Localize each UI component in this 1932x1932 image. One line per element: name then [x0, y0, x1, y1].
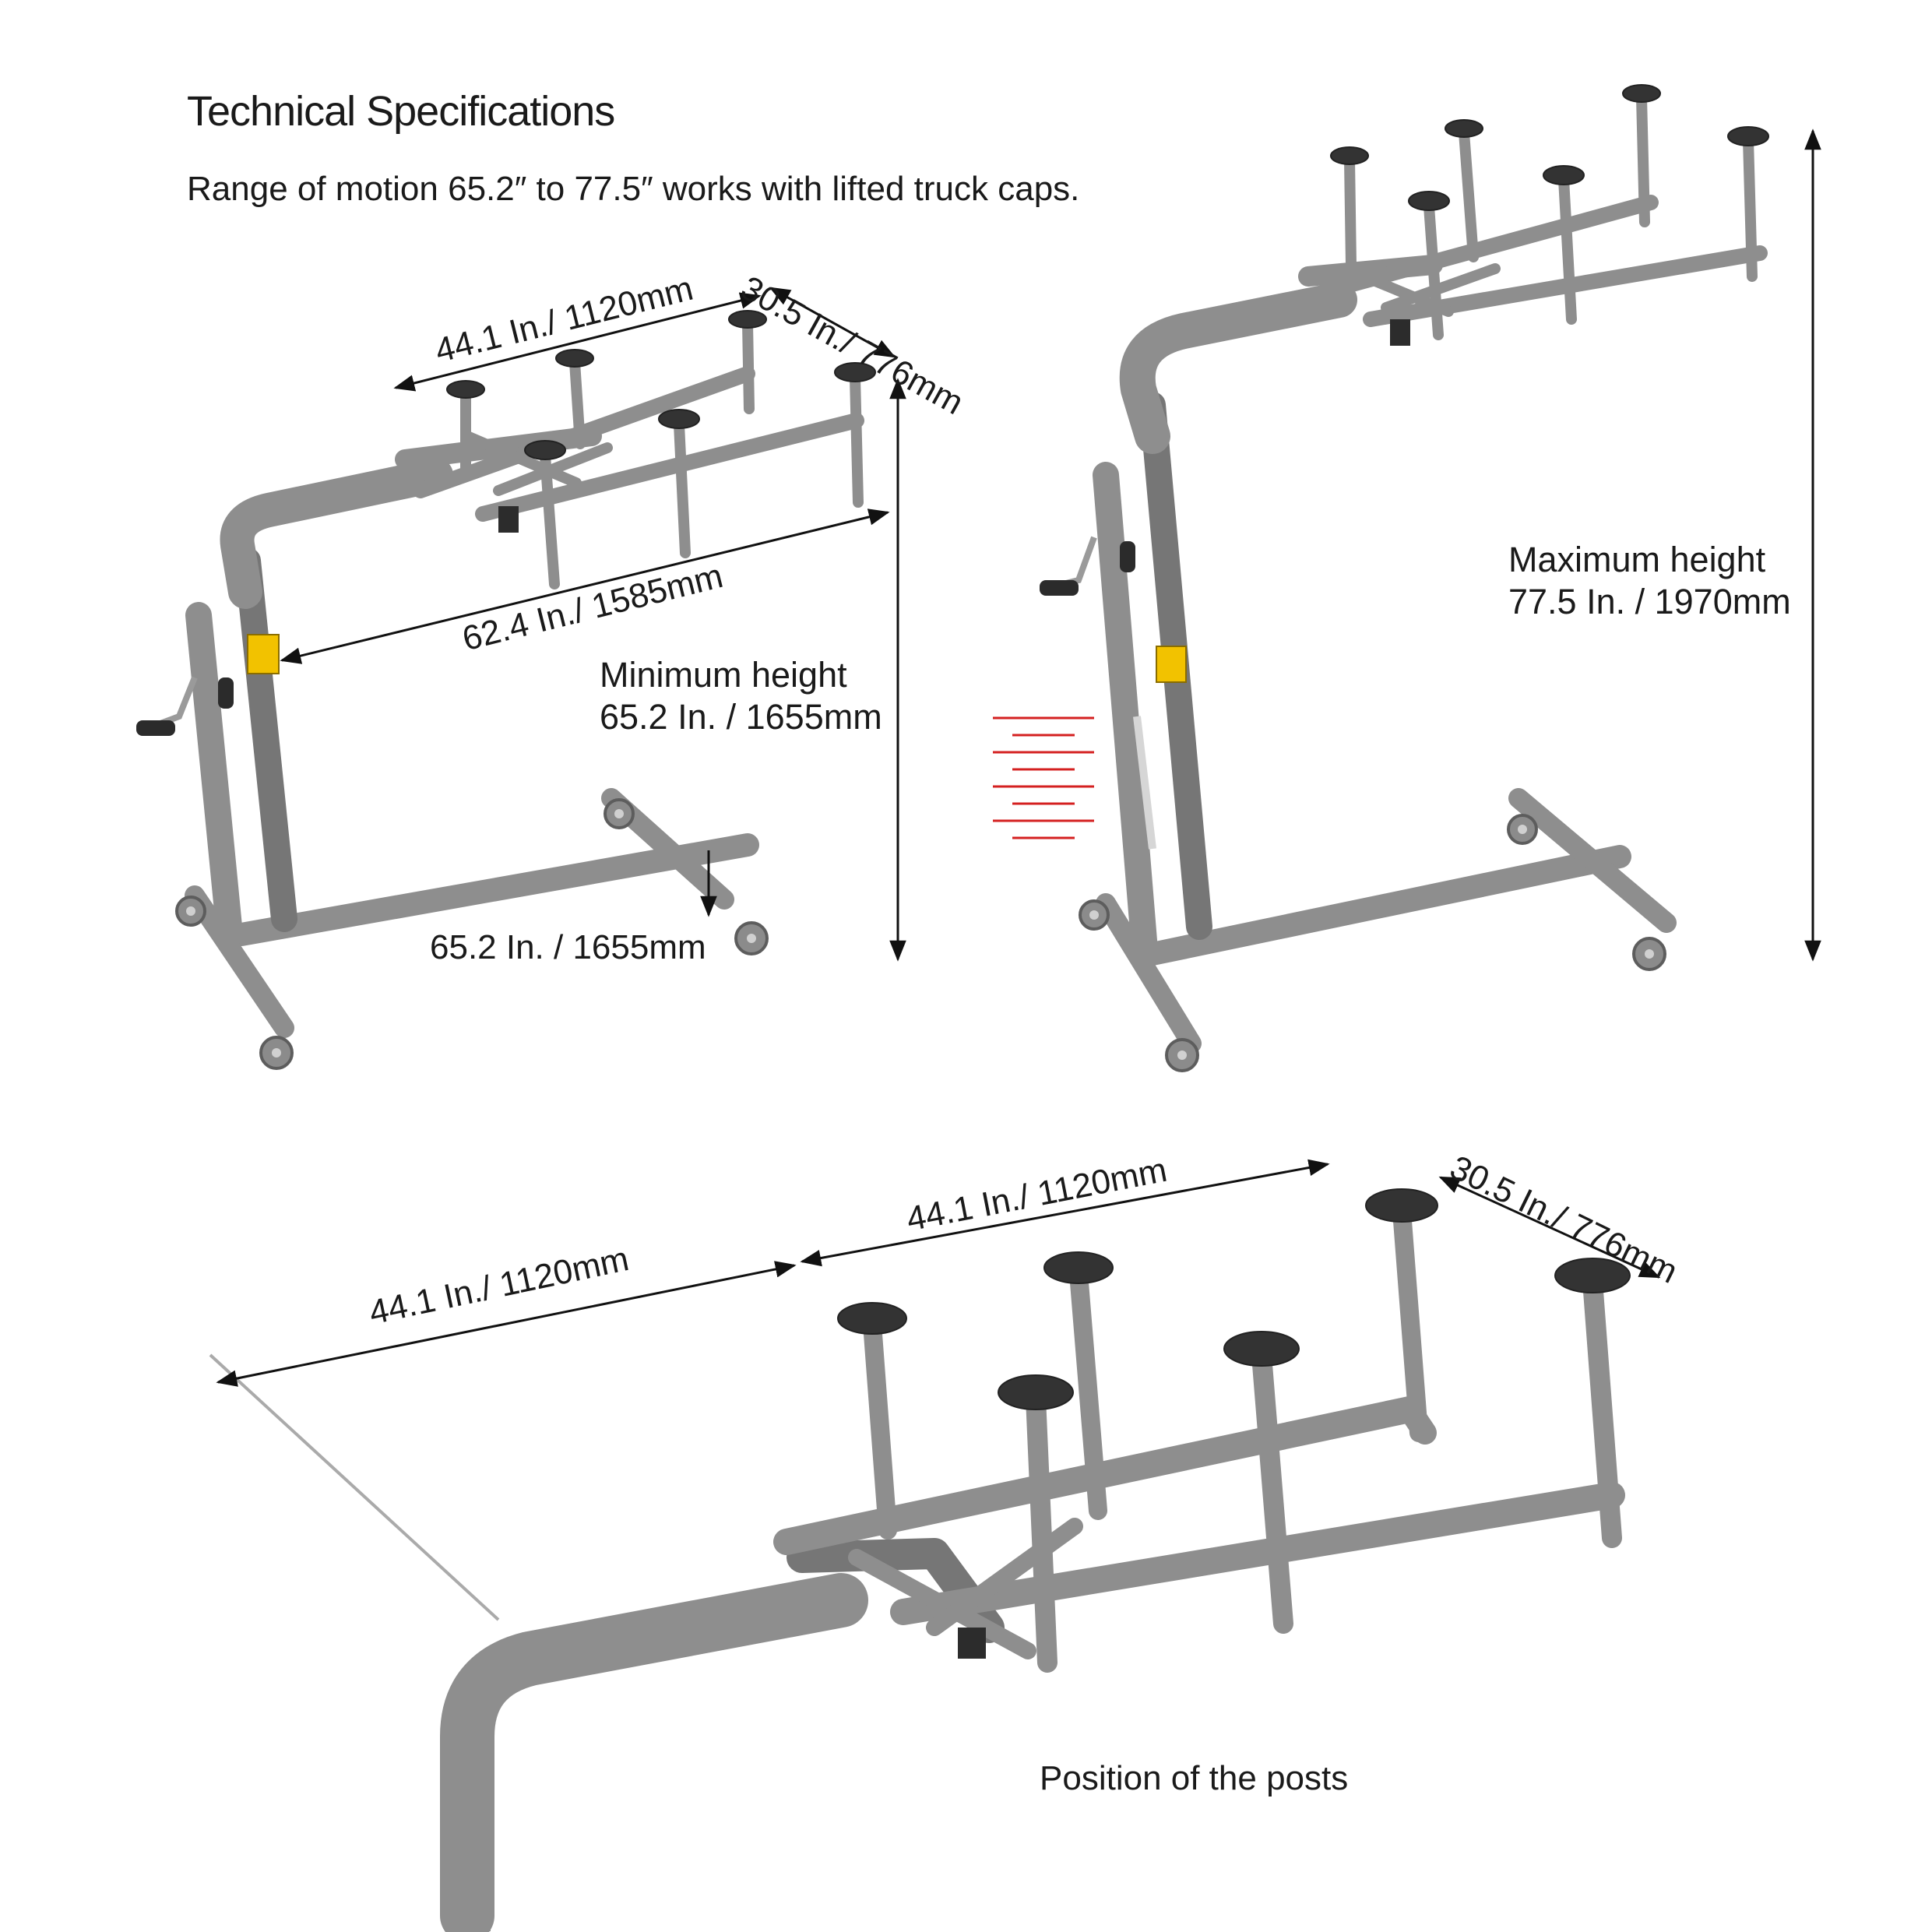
upper-arm [440, 1573, 868, 1932]
lock-handle-icon[interactable] [247, 634, 280, 674]
crank-handle-icon[interactable] [136, 676, 234, 736]
motion-lines-icon [993, 716, 1094, 839]
posts-closeup-columns [863, 1202, 1622, 1673]
dim-line-width [393, 292, 762, 392]
outer-column [185, 602, 243, 948]
posts-caption: Position of the posts [1040, 1759, 1349, 1797]
dim-line-depth [1438, 1176, 1661, 1279]
base-front-leg [185, 885, 294, 1038]
min-height-value: 65.2 In. / 1655mm [600, 697, 882, 737]
min-base-label: 65.2 In. / 1655mm [430, 928, 706, 966]
posts-closeup [209, 1159, 1661, 1932]
upper-arm [220, 458, 453, 609]
outer-column [1093, 462, 1158, 963]
page-title: Technical Specifications [187, 88, 615, 135]
upper-arm [1119, 282, 1357, 454]
dim-line-mid [800, 1159, 1330, 1267]
dim-line-left [216, 1261, 797, 1387]
inner-column [234, 547, 297, 932]
posts-max [1344, 92, 1758, 340]
dim-line-depth [769, 287, 896, 358]
column-stub [452, 1783, 491, 1931]
base-beam [1141, 845, 1631, 966]
stand-max-height [993, 84, 1821, 1072]
min-height-title: Minimum height [600, 655, 847, 695]
base-beam [230, 833, 759, 946]
caster-wheel-icon [1079, 814, 1666, 1072]
max-height-block: Maximum height 77.5 In. / 1970mm [1508, 539, 1791, 623]
base-front-leg [1096, 893, 1202, 1054]
post-pads-max [1330, 84, 1769, 211]
crank-handle-icon[interactable] [1040, 536, 1135, 596]
dim-line-span [280, 509, 890, 664]
caster-wheel-icon [175, 798, 769, 1070]
stand-min-height [136, 287, 906, 1070]
max-height-value: 77.5 In. / 1970mm [1508, 582, 1791, 621]
rail-end-cap [958, 1628, 986, 1659]
rail-end-cap [1390, 319, 1410, 346]
max-height-title: Maximum height [1508, 540, 1766, 579]
base-rear-leg [1508, 788, 1677, 933]
range-subtitle: Range of motion 65.2″ to 77.5″ works wit… [187, 170, 1080, 208]
gas-strut [1133, 716, 1156, 850]
rail-end-cap [498, 506, 519, 533]
lock-handle-icon[interactable] [1156, 646, 1187, 683]
min-height-block: Minimum height 65.2 In. / 1655mm [600, 654, 882, 738]
rail-front [890, 1482, 1625, 1625]
